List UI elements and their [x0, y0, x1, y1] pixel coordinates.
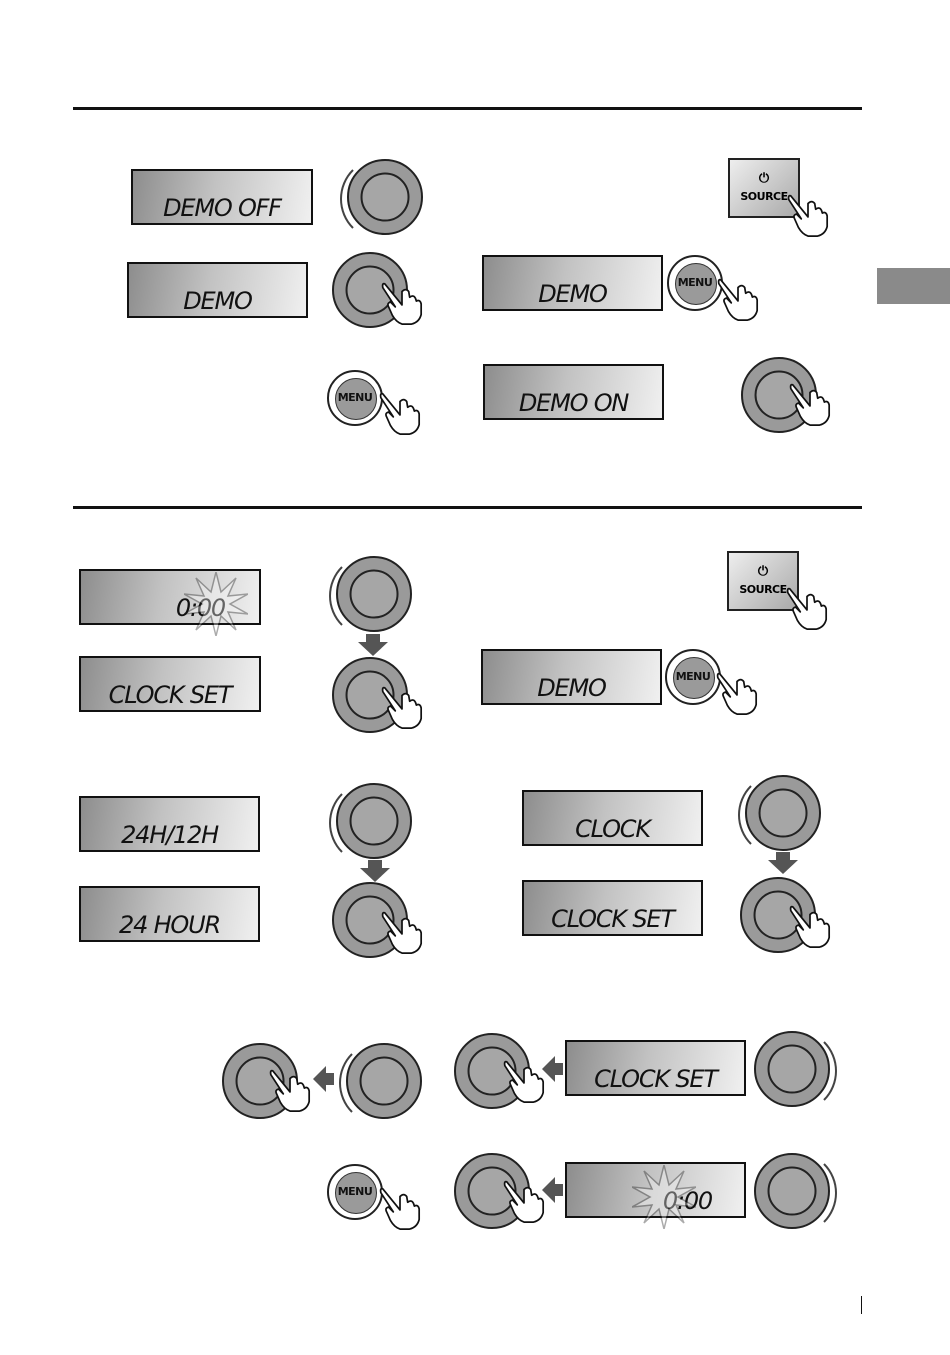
display-demo-on: DEMO ON — [483, 364, 664, 420]
down-arrow-icon — [768, 860, 798, 874]
power-icon: ⏻ — [730, 170, 798, 186]
pointing-hand-icon — [378, 390, 422, 436]
control-dial-icon[interactable] — [754, 1153, 830, 1229]
control-dial-icon[interactable] — [745, 775, 821, 851]
power-icon: ⏻ — [729, 563, 797, 579]
pointing-hand-icon — [502, 1058, 546, 1104]
chapter-tab — [877, 268, 950, 304]
pointing-hand-icon — [380, 280, 424, 326]
down-arrow-icon — [358, 642, 388, 656]
menu-button[interactable]: MENU — [327, 370, 383, 426]
left-arrow-icon — [542, 1056, 555, 1082]
pointing-hand-icon — [378, 1185, 422, 1231]
display-clock-set: CLOCK SET — [565, 1040, 746, 1096]
flashing-burst-icon — [184, 572, 248, 636]
pointing-hand-icon — [786, 192, 830, 238]
display-hour-value: 24 HOUR — [79, 886, 260, 942]
display-clock-set: CLOCK SET — [79, 656, 261, 712]
pointing-hand-icon — [380, 909, 424, 955]
display-clock: CLOCK — [522, 790, 703, 846]
display-demo-off: DEMO OFF — [131, 169, 313, 225]
control-dial-icon[interactable] — [346, 1043, 422, 1119]
pointing-hand-icon — [715, 670, 759, 716]
pointing-hand-icon — [716, 276, 760, 322]
flashing-burst-icon — [632, 1165, 696, 1229]
left-arrow-icon — [542, 1177, 555, 1203]
menu-button[interactable]: MENU — [667, 255, 723, 311]
control-dial-icon[interactable] — [336, 783, 412, 859]
pointing-hand-icon — [502, 1178, 546, 1224]
control-dial-icon[interactable] — [754, 1031, 830, 1107]
display-clock-set: CLOCK SET — [522, 880, 703, 936]
menu-button[interactable]: MENU — [665, 649, 721, 705]
menu-button[interactable]: MENU — [327, 1164, 383, 1220]
display-demo: DEMO — [127, 262, 308, 318]
section-divider-demo — [73, 107, 862, 110]
section-divider-clock — [73, 506, 862, 509]
display-demo: DEMO — [481, 649, 662, 705]
pointing-hand-icon — [788, 903, 832, 949]
pointing-hand-icon — [268, 1067, 312, 1113]
display-demo: DEMO — [482, 255, 663, 311]
control-dial-icon[interactable] — [347, 159, 423, 235]
pointing-hand-icon — [788, 381, 832, 427]
control-dial-icon[interactable] — [336, 556, 412, 632]
left-arrow-icon — [313, 1066, 326, 1092]
display-hour-mode: 24H/12H — [79, 796, 260, 852]
pointing-hand-icon — [785, 585, 829, 631]
page-number-separator — [861, 1296, 862, 1314]
pointing-hand-icon — [380, 684, 424, 730]
down-arrow-icon — [360, 868, 390, 882]
